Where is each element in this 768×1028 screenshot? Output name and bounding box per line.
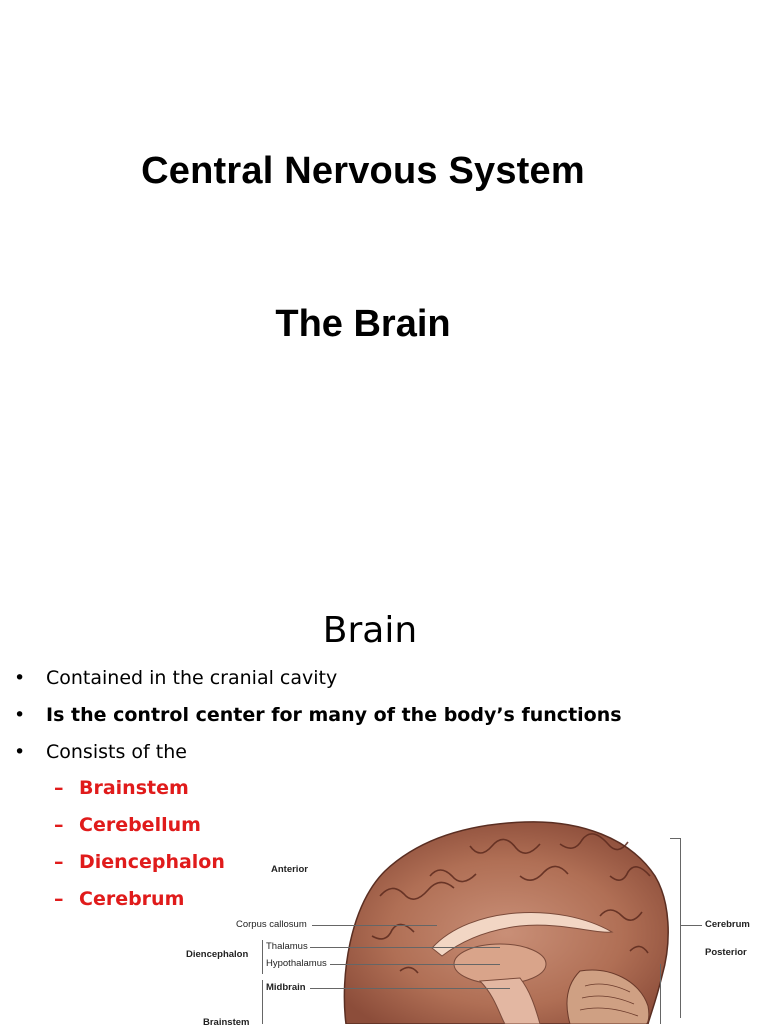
sub-item: – Diencephalon	[0, 851, 760, 888]
sub-item: – Brainstem	[0, 777, 760, 814]
leader-line	[330, 964, 500, 965]
label-midbrain: Midbrain	[266, 982, 306, 993]
bullet-glyph: •	[14, 741, 26, 763]
content-slide: Brain • Contained in the cranial cavity …	[0, 576, 768, 1028]
bracket-tick	[670, 838, 680, 839]
bullet-text: Is the control center for many of the bo…	[46, 704, 622, 726]
sub-item: – Cerebellum	[0, 814, 760, 851]
sub-item-text: Cerebellum	[79, 814, 201, 836]
label-hypothalamus: Hypothalamus	[266, 958, 327, 969]
leader-line	[312, 925, 437, 926]
bullet-list: • Contained in the cranial cavity • Is t…	[0, 666, 760, 925]
slide-subtitle: The Brain	[275, 303, 451, 345]
slide-title: Central Nervous System	[141, 150, 585, 192]
label-thalamus: Thalamus	[266, 941, 308, 952]
diencephalon-bracket	[262, 940, 263, 974]
dash-glyph: –	[54, 851, 64, 873]
label-corpus-callosum: Corpus callosum	[236, 919, 307, 930]
sub-item-text: Cerebrum	[79, 888, 185, 910]
sub-item: – Cerebrum	[0, 888, 760, 925]
corpus-callosum-shape	[431, 912, 614, 957]
sub-item-text: Diencephalon	[79, 851, 225, 873]
label-posterior: Posterior	[705, 947, 747, 958]
bullet-item: • Contained in the cranial cavity	[0, 666, 760, 703]
brainstem-shape	[478, 977, 541, 1024]
bullet-item: • Consists of the	[0, 740, 760, 777]
bullet-text: Consists of the	[46, 741, 187, 763]
label-anterior: Anterior	[271, 864, 308, 875]
dash-glyph: –	[54, 777, 64, 799]
label-diencephalon: Diencephalon	[186, 949, 249, 960]
cerebrum-bracket	[680, 838, 681, 1018]
leader-line	[310, 988, 510, 989]
leader-line	[310, 947, 500, 948]
label-cerebrum: Cerebrum	[705, 919, 750, 930]
bullet-glyph: •	[14, 667, 26, 689]
label-brainstem: Brainstem	[203, 1017, 250, 1028]
slide-heading: Brain	[322, 610, 418, 651]
leader-line	[680, 925, 702, 926]
cerebellum-shape	[566, 969, 650, 1024]
brain-sagittal-illustration	[343, 821, 669, 1024]
title-slide: Central Nervous System The Brain	[141, 150, 585, 345]
brainstem-bracket	[262, 980, 263, 1024]
brain-figure: Anterior Corpus callosum Diencephalon Th…	[0, 576, 768, 1028]
dash-glyph: –	[54, 814, 64, 836]
bullet-item: • Is the control center for many of the …	[0, 703, 760, 740]
bullet-text: Contained in the cranial cavity	[46, 667, 338, 689]
posterior-marker-line	[660, 964, 661, 1024]
bullet-glyph: •	[14, 704, 26, 726]
dash-glyph: –	[54, 888, 64, 910]
sub-item-text: Brainstem	[79, 777, 189, 799]
